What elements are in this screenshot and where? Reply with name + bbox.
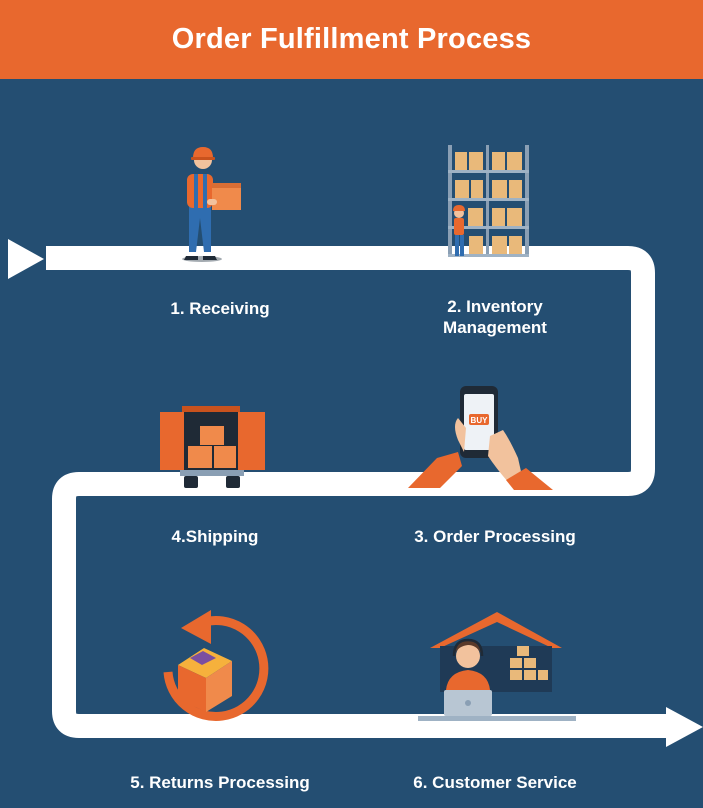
end-arrow-icon: [666, 707, 703, 747]
start-arrow-icon: [8, 239, 44, 279]
step-label-inventory-management: 2. Inventory Management: [443, 297, 547, 337]
step-label-receiving: 1. Receiving: [170, 299, 270, 318]
process-path: [46, 246, 666, 738]
process-diagram: BUY: [8, 145, 703, 792]
delivery-truck-icon: [160, 406, 265, 488]
step-label-returns-processing: 5. Returns Processing: [130, 773, 310, 792]
header-banner: Order Fulfillment Process: [0, 0, 703, 79]
warehouse-shelves-icon: [448, 145, 529, 257]
step-label-order-processing: 3. Order Processing: [414, 527, 576, 546]
step-label-customer-service: 6. Customer Service: [413, 773, 577, 792]
return-box-icon: [163, 610, 269, 721]
smartphone-buy-icon: BUY: [408, 386, 553, 490]
buy-button-label: BUY: [471, 416, 489, 425]
customer-service-agent-icon: [418, 612, 576, 721]
page-title: Order Fulfillment Process: [171, 23, 532, 55]
worker-carrying-box-icon: [182, 147, 241, 262]
step-label-shipping: 4.Shipping: [171, 527, 259, 546]
